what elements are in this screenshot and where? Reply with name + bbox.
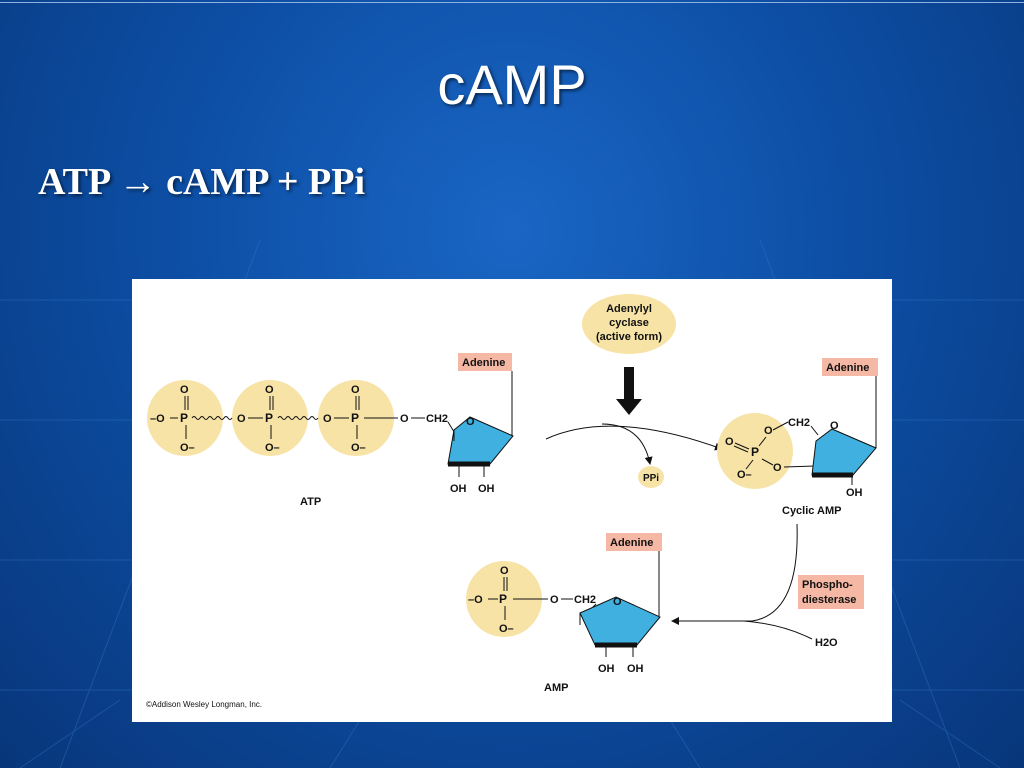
amp-hydroxyl-3: OH [627, 663, 644, 675]
adenine-label-camp: Adenine [826, 362, 869, 374]
camp-o-minus: O– [737, 469, 752, 481]
adenine-box-amp [606, 533, 662, 551]
atom-o-top-2: O [265, 384, 274, 396]
atom-o-left-3: O [323, 413, 332, 425]
amp-ch2: CH2 [574, 594, 596, 606]
cyclic-phosphate-circle [717, 413, 793, 489]
camp-p: P [751, 445, 759, 459]
amp-label: AMP [544, 682, 568, 694]
atom-o-bottom-3: O– [351, 442, 366, 454]
amp-o-left: –O [468, 594, 483, 606]
camp-hydroxyl: OH [846, 487, 863, 499]
phosphate-circle-alpha [318, 380, 394, 456]
amp-hydroxyl-2: OH [598, 663, 615, 675]
atom-o-left-1: –O [150, 413, 165, 425]
atp-label: ATP [300, 496, 321, 508]
ppi-ellipse [638, 466, 664, 488]
cyclic-amp-molecule: P O O– O O CH2 O OH Adenine Cyclic AMP [717, 358, 878, 517]
catalysis-arrow-head [616, 399, 642, 415]
phosphate-circle-beta [232, 380, 308, 456]
phosphate-circle-gamma [147, 380, 223, 456]
camp-ring-oxygen: O [830, 420, 839, 432]
atom-o-top-3: O [351, 384, 360, 396]
adenylyl-cyclase: Adenylyl cyclase (active form) [582, 294, 676, 415]
hydroxyl-3: OH [478, 483, 495, 495]
enzyme-line-2: cyclase [609, 317, 649, 329]
catalysis-arrow-shaft [624, 367, 634, 401]
slide-title: cAMP [437, 53, 587, 116]
adenine-label-atp: Adenine [462, 357, 505, 369]
camp-ch2: CH2 [788, 417, 810, 429]
ppi-label: PPi [643, 473, 659, 484]
ch2-group: CH2 [426, 413, 448, 425]
adenine-box-atp [458, 353, 512, 371]
atom-o-left-2: O [237, 413, 246, 425]
phosphodiesterase-box [798, 575, 864, 609]
water-input-line [743, 620, 813, 640]
amp-molecule: O –O P O– O CH2 O OH OH Adenine AMP [466, 533, 662, 694]
adenine-label-amp: Adenine [610, 537, 653, 549]
enzyme-line-1: Adenylyl [606, 303, 652, 315]
adenine-box-camp [822, 358, 878, 376]
amp-o-ester: O [550, 594, 559, 606]
copyright-notice: ©Addison Wesley Longman, Inc. [146, 700, 262, 709]
enzyme-line-3: (active form) [596, 331, 662, 343]
amp-ring-oxygen: O [613, 596, 622, 608]
atom-o-top-1: O [180, 384, 189, 396]
atom-p-1: P [180, 411, 188, 425]
diagram-panel: O –O P O– O O P O– O O P [132, 279, 892, 722]
reaction-arrow [545, 425, 723, 451]
enzyme-ellipse [582, 294, 676, 354]
atom-o-bottom-1: O– [180, 442, 195, 454]
pde-line-2: diesterase [802, 594, 856, 606]
atp-molecule: O –O P O– O O P O– O O P [147, 353, 514, 508]
camp-o-left: O [725, 436, 734, 448]
camp-o-top: O [764, 425, 773, 437]
camp-o-right: O [773, 462, 782, 474]
ribose-ring [447, 416, 514, 465]
camp-ribose-ring [811, 428, 877, 476]
amp-p: P [499, 592, 507, 606]
hydroxyl-2: OH [450, 483, 467, 495]
cyclic-amp-label: Cyclic AMP [782, 505, 842, 517]
water-label: H2O [815, 637, 838, 649]
hydrolysis-arrow [671, 523, 798, 625]
pde-line-1: Phospho- [802, 579, 853, 591]
amp-phosphate-circle [466, 561, 542, 637]
amp-o-bottom: O– [499, 623, 514, 635]
reaction-equation: ATP → cAMP + PPi [38, 161, 366, 203]
amp-ribose-ring [579, 596, 661, 646]
atom-o-ester: O [400, 413, 409, 425]
atom-p-2: P [265, 411, 273, 425]
ppi-release-arrow [601, 423, 653, 465]
camp-reaction-diagram: O –O P O– O O P O– O O P [146, 294, 878, 709]
top-rule [0, 2, 1024, 3]
ring-oxygen: O [466, 416, 475, 428]
amp-o-top: O [500, 565, 509, 577]
atom-o-bottom-2: O– [265, 442, 280, 454]
atom-p-3: P [351, 411, 359, 425]
